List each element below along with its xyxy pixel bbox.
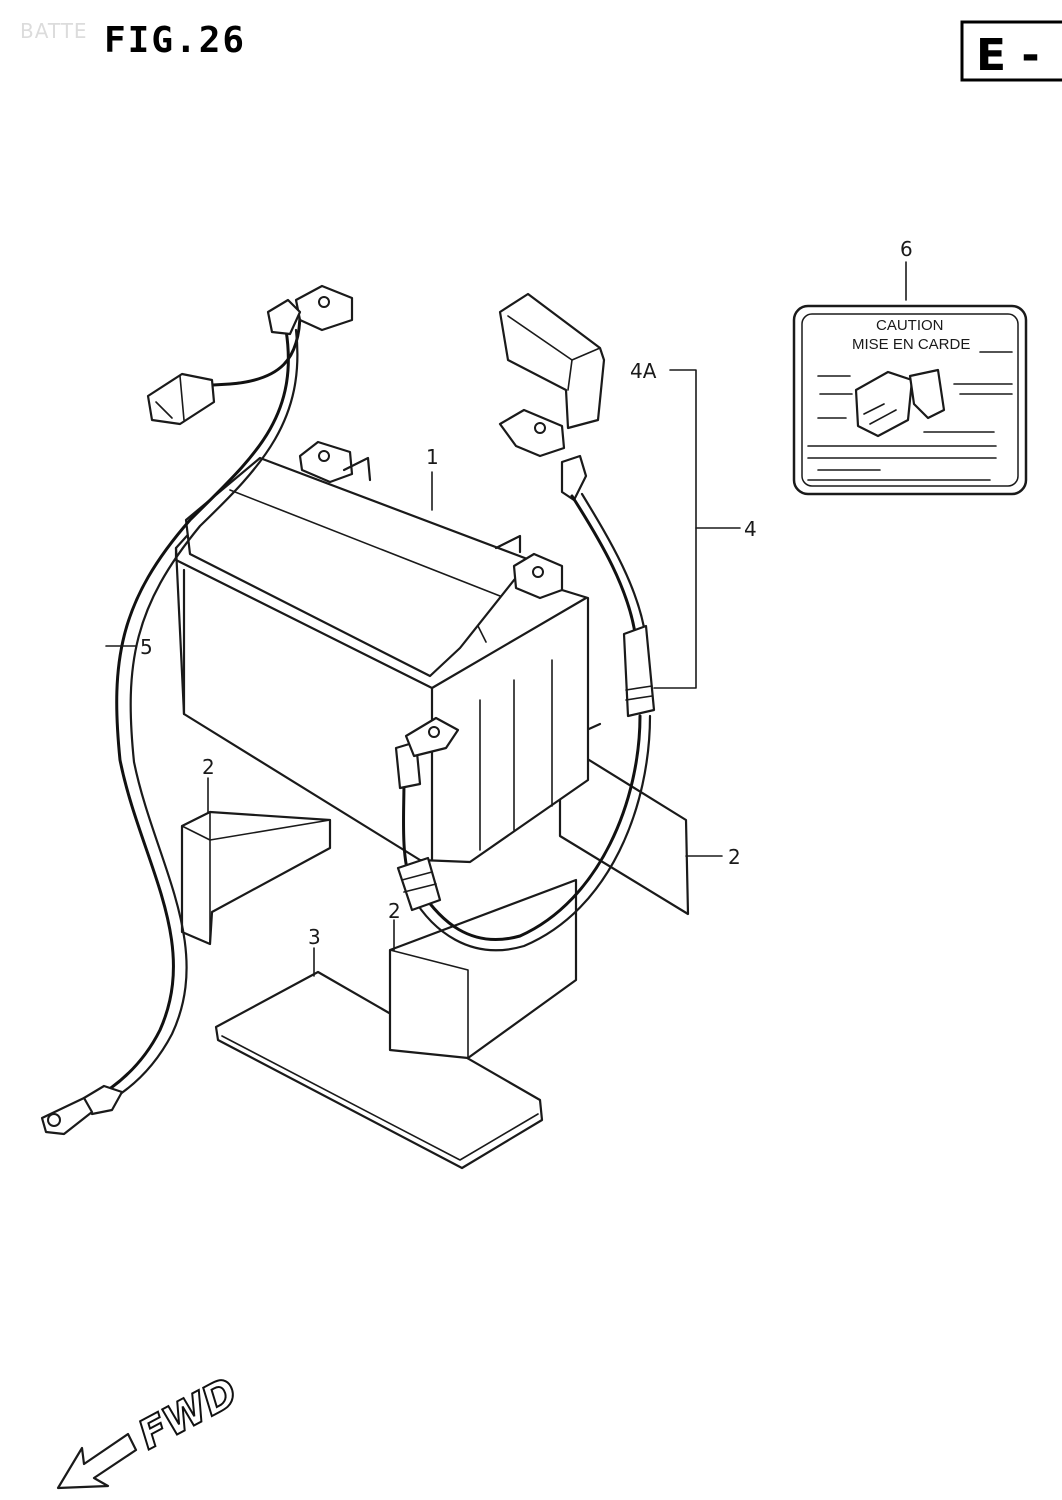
callout-caution-label: 6 — [900, 237, 913, 261]
callout-spacer-front: 2 — [388, 899, 401, 923]
forward-direction-indicator: FWD — [56, 1368, 246, 1490]
callout-lead-wire-plus: 4 — [744, 517, 757, 541]
lead-wire-plus — [394, 408, 656, 952]
spacer-front — [388, 878, 578, 1060]
section-tab: E - — [960, 20, 1062, 82]
callout-battery: 1 — [426, 445, 439, 469]
battery — [174, 440, 590, 864]
callout-spacer-left: 2 — [202, 755, 215, 779]
battery-tray — [214, 970, 544, 1170]
lead-wire-minus — [40, 284, 354, 1136]
figure-title: FIG.26 — [104, 20, 246, 61]
caution-label: CAUTION MISE EN CARDE — [792, 304, 1028, 496]
forward-arrow-icon — [56, 1432, 138, 1490]
callout-lead-wire-minus: 5 — [140, 635, 153, 659]
callout-tray: 3 — [308, 925, 321, 949]
ghost-title: BATTE — [20, 19, 88, 43]
caution-label-line2: MISE EN CARDE — [852, 336, 970, 353]
spacer-left — [180, 810, 332, 946]
terminal-cover — [498, 292, 606, 430]
callout-spacer-right: 2 — [728, 845, 741, 869]
caution-label-line1: CAUTION — [876, 317, 944, 334]
callout-terminal-cover: 4A — [630, 359, 657, 383]
leader-lines — [105, 261, 907, 977]
section-tab-label: E - — [976, 30, 1040, 81]
forward-label: FWD — [131, 1369, 245, 1459]
